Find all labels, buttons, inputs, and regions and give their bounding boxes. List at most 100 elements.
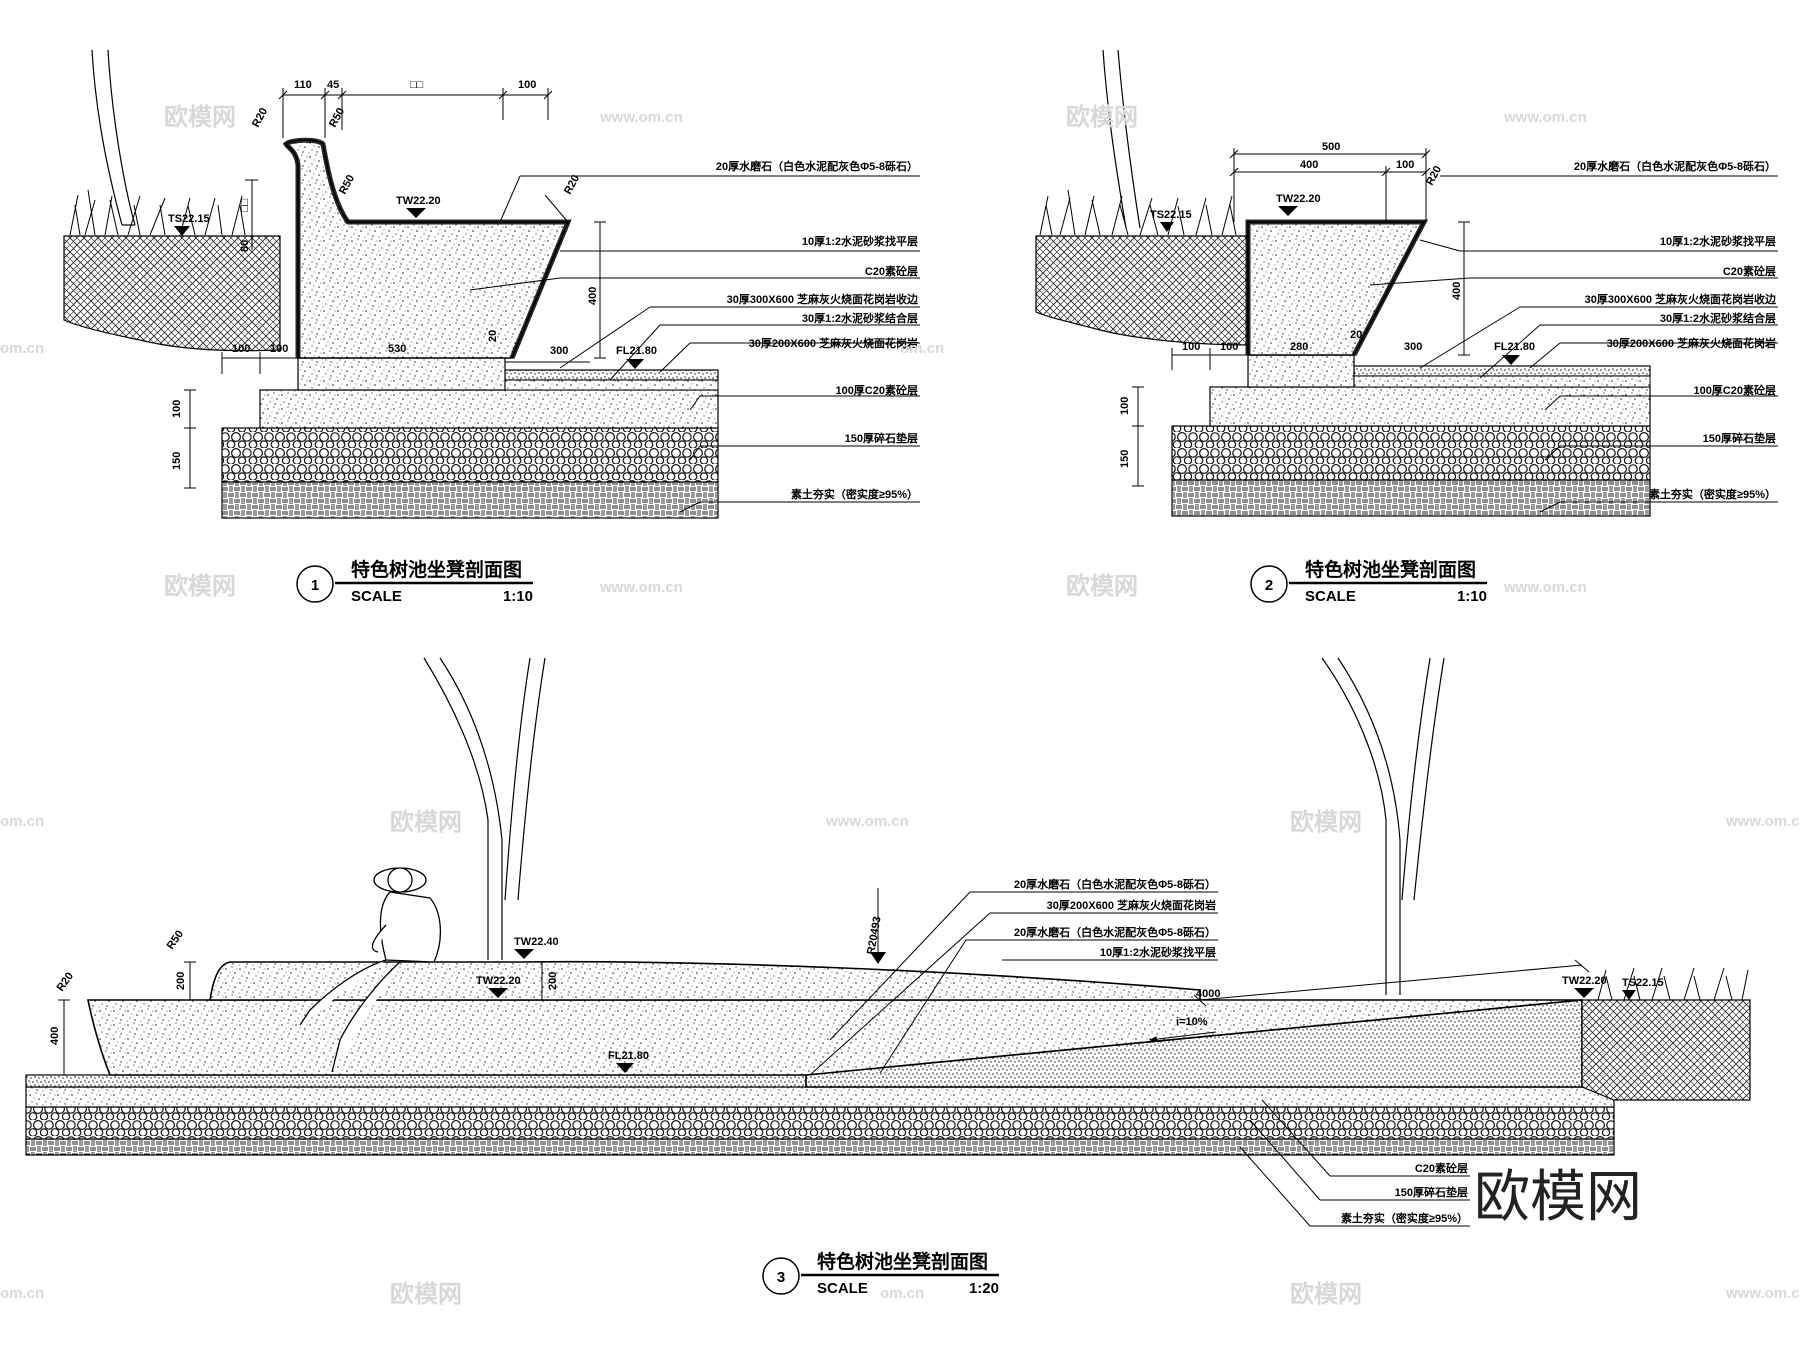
section-1-dim-100-vertical: 100 — [171, 400, 183, 418]
section-1-fl-marker — [626, 359, 644, 369]
section-2-callout-7: 100厚C20素砼层 — [1693, 383, 1776, 397]
section-1-soil-left — [63, 235, 281, 352]
section-2-scale-value: 1:10 — [1457, 588, 1487, 605]
section-2-terrazzo-skin — [1245, 219, 1429, 357]
section-3-dim-400: 400 — [49, 1027, 61, 1045]
section-2-mortar — [1353, 375, 1651, 388]
section-1-number-circle — [296, 565, 334, 603]
section-2-ts-marker — [1160, 222, 1174, 232]
watermark-brand-6: 欧模网 — [1290, 808, 1362, 836]
section-1-concrete-slab — [259, 389, 719, 429]
section-2-dim-400-top: 400 — [1300, 159, 1318, 171]
section-1-number: 1 — [311, 577, 319, 594]
watermark-site-5: www.om.cn — [599, 579, 683, 596]
section-3-concrete — [25, 1086, 1615, 1108]
section-2-callout-2: 10厚1:2水泥砂浆找平层 — [1660, 234, 1776, 248]
section-1-footing — [297, 357, 506, 391]
section-2-callout-1: 20厚水磨石（白色水泥配灰色Φ5-8砾石） — [1574, 159, 1776, 173]
section-2-number: 2 — [1265, 577, 1273, 594]
section-3-gravel — [25, 1106, 1615, 1140]
section-2-grass — [1039, 189, 1237, 236]
section-3-tw-top-marker — [514, 949, 534, 959]
section-2-dim-400: 400 — [1451, 282, 1463, 300]
section-2-concrete-slab — [1209, 386, 1651, 427]
section-1-callout-7: 100厚C20素砼层 — [835, 383, 918, 397]
section-2-callout-3: C20素砼层 — [1723, 264, 1776, 278]
section-1-callout-4: 30厚300X600 芝麻灰火烧面花岗岩收边 — [727, 292, 919, 306]
watermark-site-1: www.om.cn — [599, 109, 683, 126]
section-1-side-mark: □□ — [239, 198, 251, 212]
section-1-dim-20: 20 — [487, 330, 499, 342]
section-1-title: 特色树池坐凳剖面图 — [351, 558, 522, 581]
section-3-leaders-top — [809, 891, 1218, 1076]
section-1-callout-1: 20厚水磨石（白色水泥配灰色Φ5-8砾石） — [716, 159, 918, 173]
watermark-site-9: www.om.cn — [1725, 813, 1800, 830]
section-3-callout-top-4: 10厚1:2水泥砂浆找平层 — [1100, 945, 1216, 959]
section-1-callout-2: 10厚1:2水泥砂浆找平层 — [802, 234, 918, 248]
watermark-brand-8: 欧模网 — [1290, 1280, 1362, 1308]
section-3-number: 3 — [777, 1269, 785, 1286]
section-3-seated-person — [299, 867, 442, 1073]
section-1-dimensions-top — [278, 88, 553, 138]
section-1-ts-label: TS22.15 — [168, 213, 210, 225]
section-2-callout-8: 150厚碎石垫层 — [1703, 431, 1776, 445]
section-2-dim-left-100b: 100 — [1220, 341, 1238, 353]
section-2-dim-20: 20 — [1350, 329, 1362, 341]
section-1-dim-45: 45 — [327, 79, 339, 91]
section-1-callout-9: 素土夯实（密实度≥95%） — [791, 487, 918, 501]
section-3-scale-label: SCALE — [817, 1280, 868, 1297]
section-3-scale-value: 1:20 — [969, 1280, 999, 1297]
section-2-base-soil — [1171, 479, 1651, 517]
section-1-tree — [91, 49, 136, 226]
section-3-paving — [25, 1074, 807, 1088]
section-3-callout-bottom-1: C20素砼层 — [1415, 1161, 1468, 1175]
section-2-title: 特色树池坐凳剖面图 — [1305, 558, 1476, 581]
watermark-site-7: om.cn — [0, 813, 44, 830]
section-1-tw-marker — [406, 208, 426, 218]
section-3-fl-label: FL21.80 — [608, 1050, 649, 1062]
section-3-tw-right-marker — [1574, 988, 1594, 998]
section-1-scale-label: SCALE — [351, 588, 402, 605]
section-3-ts-right-label: TS22.15 — [1622, 977, 1664, 989]
section-3-callout-top-2: 30厚200X600 芝麻灰火烧面花岗岩 — [1047, 898, 1216, 912]
watermark-site-10: om.cn — [0, 1285, 44, 1302]
section-2-gravel — [1171, 425, 1651, 481]
section-1-base-soil — [221, 481, 719, 519]
section-3-radius-r20: R20 — [55, 970, 76, 993]
section-2-callout-4: 30厚300X600 芝麻灰火烧面花岗岩收边 — [1585, 292, 1777, 306]
watermark-brand-3: 欧模网 — [164, 572, 236, 600]
section-3-dim-200-right: 200 — [547, 972, 559, 990]
section-2-fl-marker — [1502, 355, 1520, 365]
section-2-scale-label: SCALE — [1305, 588, 1356, 605]
watermark-site-2: www.om.cn — [1503, 109, 1587, 126]
section-2-dim-100-top: 100 — [1396, 159, 1414, 171]
section-2-callout-6: 30厚200X600 芝麻灰火烧面花岗岩 — [1607, 336, 1776, 350]
section-3-callout-bottom-2: 150厚碎石垫层 — [1395, 1185, 1468, 1199]
section-1-callout-3: C20素砼层 — [865, 264, 918, 278]
section-2-dim-500: 500 — [1322, 141, 1340, 153]
section-3-bench-high — [209, 960, 1201, 1001]
section-2-tw-label: TW22.20 — [1276, 193, 1321, 205]
section-1-ts-marker — [174, 226, 190, 236]
section-3-callout-bottom-3: 素土夯实（密实度≥95%） — [1341, 1211, 1468, 1225]
section-1-dim-mid: □□ — [410, 79, 424, 91]
corner-logo-text: 欧模网 — [1474, 1165, 1642, 1228]
section-3-radius-r20493: R20493 — [865, 915, 884, 955]
watermark-brand-5: 欧模网 — [390, 808, 462, 836]
section-2-granite-paving — [1353, 365, 1651, 377]
section-1-mortar — [504, 379, 719, 391]
watermark-site-3: om.cn — [0, 340, 44, 357]
section-3-dim-200-left: 200 — [175, 972, 187, 990]
section-2-tw-marker — [1278, 206, 1298, 216]
watermark-site-8: www.om.cn — [825, 813, 909, 830]
section-1-gravel — [221, 427, 719, 483]
section-3-fl-marker — [616, 1063, 634, 1073]
watermark-brand-4: 欧模网 — [1066, 572, 1138, 600]
section-3-tree-left — [423, 657, 546, 960]
section-3-tw-top-label: TW22.40 — [514, 936, 559, 948]
section-1-radius-r20-a: R20 — [250, 106, 270, 129]
watermark-site-4: om.cn — [900, 340, 944, 357]
section-2-ts-label: TS22.15 — [1150, 209, 1192, 221]
